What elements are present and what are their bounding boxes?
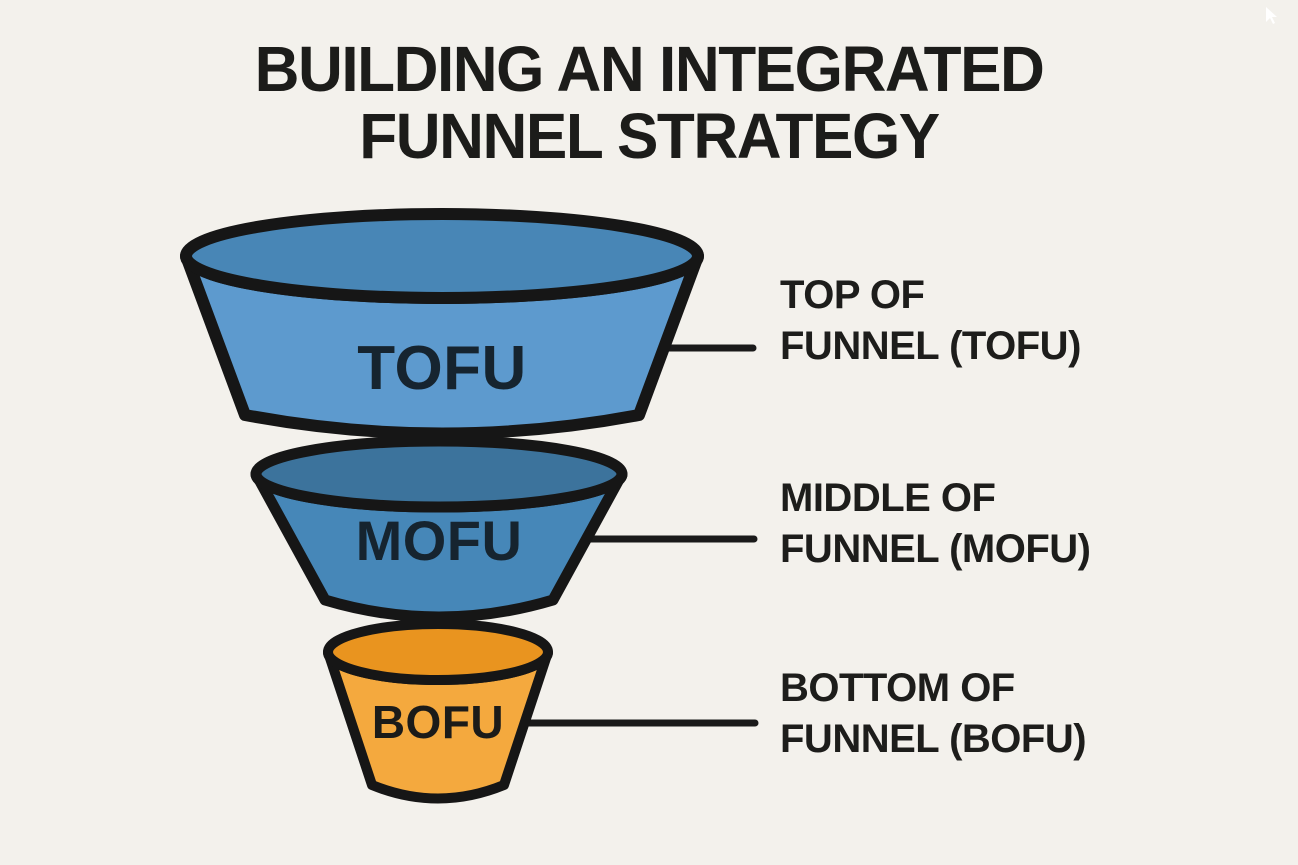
callout-tofu-line2: FUNNEL (TOFU)	[780, 324, 1081, 368]
funnel-segment-bofu-rim	[323, 619, 553, 685]
funnel-segment-tofu-rim	[180, 208, 704, 304]
callout-bofu-line2: FUNNEL (BOFU)	[780, 717, 1087, 761]
funnel-segment-tofu-label: TOFU	[357, 334, 527, 403]
callout-bofu-line1: BOTTOM OF	[780, 666, 1015, 710]
cursor-icon	[1266, 7, 1277, 24]
funnel-segment-mofu-label: MOFU	[356, 509, 523, 572]
callout-bofu: BOTTOM OF FUNNEL (BOFU)	[780, 663, 1087, 765]
page-title: BUILDING AN INTEGRATED FUNNEL STRATEGY	[19, 36, 1278, 170]
funnel-segment-mofu-rim	[250, 435, 628, 513]
callout-tofu: TOP OF FUNNEL (TOFU)	[780, 270, 1081, 372]
funnel-segment-mofu: MOFU	[250, 435, 628, 623]
funnel-segment-tofu: TOFU	[180, 208, 704, 440]
callout-mofu-line1: MIDDLE OF	[780, 476, 996, 520]
funnel-segment-bofu: BOFU	[323, 619, 553, 804]
callout-mofu-line2: FUNNEL (MOFU)	[780, 527, 1091, 571]
callout-tofu-line1: TOP OF	[780, 273, 925, 317]
page-title-line1: BUILDING AN INTEGRATED	[254, 33, 1045, 105]
callout-mofu: MIDDLE OF FUNNEL (MOFU)	[780, 473, 1091, 575]
funnel-segment-bofu-label: BOFU	[372, 696, 504, 748]
page-title-line2: FUNNEL STRATEGY	[359, 100, 940, 172]
